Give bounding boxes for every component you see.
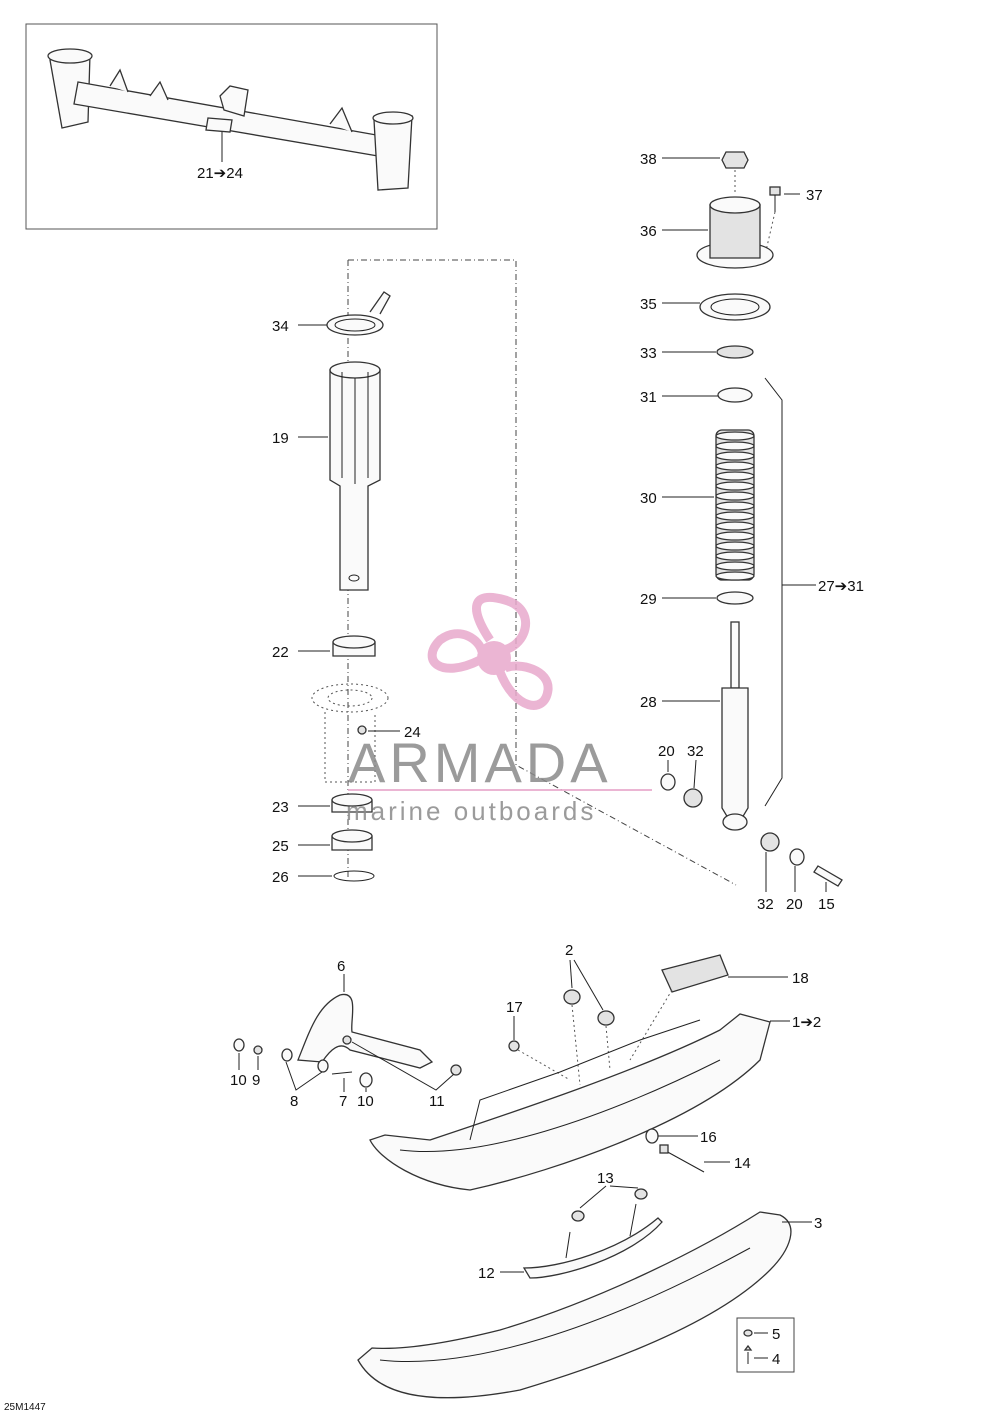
callout-9: 9 [252, 1072, 260, 1089]
callout-6: 6 [337, 958, 345, 975]
ski-assembly: 2 18 1➔2 17 16 14 6 10 9 8 7 10 11 [230, 942, 822, 1399]
callout-13: 13 [597, 1170, 614, 1187]
callout-31: 31 [640, 389, 657, 406]
callout-17: 17 [506, 999, 523, 1016]
spring-coil [715, 501, 755, 511]
spring [715, 429, 755, 581]
callout-26: 26 [272, 869, 289, 886]
spring-coil [715, 571, 755, 581]
callout-20-upper: 20 [658, 743, 675, 760]
callout-3: 3 [814, 1215, 822, 1232]
watermark-brand: ARMADA [348, 731, 612, 794]
callout-35: 35 [640, 296, 657, 313]
callout-32-upper: 32 [687, 743, 704, 760]
callout-7: 7 [339, 1093, 347, 1110]
callout-18: 18 [792, 970, 809, 987]
callout-11: 11 [429, 1093, 445, 1110]
callout-8: 8 [290, 1093, 298, 1110]
callout-14: 14 [734, 1155, 751, 1172]
callout-37: 37 [806, 187, 823, 204]
spindle-assembly: 34 19 22 24 23 25 26 [272, 259, 737, 886]
callout-25: 25 [272, 838, 289, 855]
callout-20-lower: 20 [786, 896, 803, 913]
propeller-icon [427, 592, 553, 710]
spring-coil [715, 441, 755, 451]
callout-19: 19 [272, 430, 289, 447]
callout-15: 15 [818, 896, 835, 913]
spring-coil [715, 451, 755, 461]
callout-36: 36 [640, 223, 657, 240]
spring-coil [715, 491, 755, 501]
callout-12: 12 [478, 1265, 495, 1282]
callout-30: 30 [640, 490, 657, 507]
callout-24: 24 [404, 724, 421, 741]
spring-coil [715, 541, 755, 551]
spring-coil [715, 511, 755, 521]
callout-27-31: 27➔31 [818, 578, 864, 595]
callout-29: 29 [640, 591, 657, 608]
watermark-tagline: marine outboards [346, 796, 596, 826]
callout-16: 16 [700, 1129, 717, 1146]
spring-coil [715, 521, 755, 531]
callout-inset-frame: 21➔24 [197, 165, 243, 182]
spring-coil [715, 481, 755, 491]
callout-1-2: 1➔2 [792, 1014, 821, 1031]
spring-coil [715, 551, 755, 561]
spring-coil [715, 431, 755, 441]
spring-coil [715, 461, 755, 471]
diagram-code: 25M1447 [4, 1402, 46, 1413]
callout-4: 4 [772, 1351, 780, 1368]
callout-28: 28 [640, 694, 657, 711]
callout-10-left: 10 [230, 1072, 247, 1089]
spring-coil [715, 561, 755, 571]
callout-33: 33 [640, 345, 657, 362]
callout-34: 34 [272, 318, 289, 335]
callout-2: 2 [565, 942, 573, 959]
callout-38: 38 [640, 151, 657, 168]
callout-22: 22 [272, 644, 289, 661]
callout-23: 23 [272, 799, 289, 816]
spring-coil [715, 471, 755, 481]
inset-frame-box: 21➔24 [25, 23, 438, 230]
shock-assembly: 38 37 36 35 33 31 30 29 28 27➔31 20 32 3… [640, 151, 864, 913]
spring-coil [715, 531, 755, 541]
callout-32-lower: 32 [757, 896, 774, 913]
callout-5: 5 [772, 1326, 780, 1343]
callout-10-right: 10 [357, 1093, 374, 1110]
watermark-logo: ARMADA marine outboards [346, 592, 652, 826]
